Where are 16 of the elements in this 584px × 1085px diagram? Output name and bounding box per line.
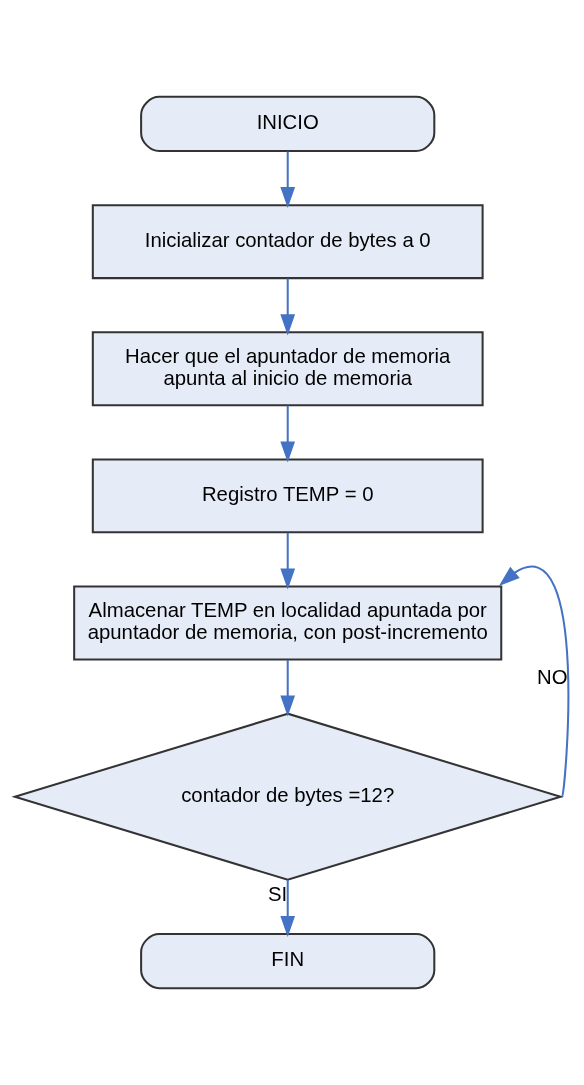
edge-label: NO	[537, 666, 568, 689]
node-box: Almacenar TEMP en localidad apuntada por apuntador de memoria, con post-incremento	[73, 585, 503, 661]
edge-label: SI	[267, 882, 288, 905]
node-box: Hacer que el apuntador de memoria apunta al inicio de memoria	[91, 331, 484, 407]
arrow	[498, 565, 570, 797]
arrow	[280, 660, 296, 717]
node-box: FIN	[140, 932, 436, 990]
node-diamond: contador de bytes =12?	[11, 712, 565, 881]
arrow	[280, 879, 296, 937]
arrow	[280, 532, 296, 590]
node-box: INICIO	[140, 95, 436, 153]
arrow	[280, 278, 296, 336]
arrow	[280, 151, 296, 209]
arrow	[280, 405, 296, 463]
node-box: Registro TEMP = 0	[91, 458, 484, 534]
node-box: Inicializar contador de bytes a 0	[91, 204, 484, 280]
